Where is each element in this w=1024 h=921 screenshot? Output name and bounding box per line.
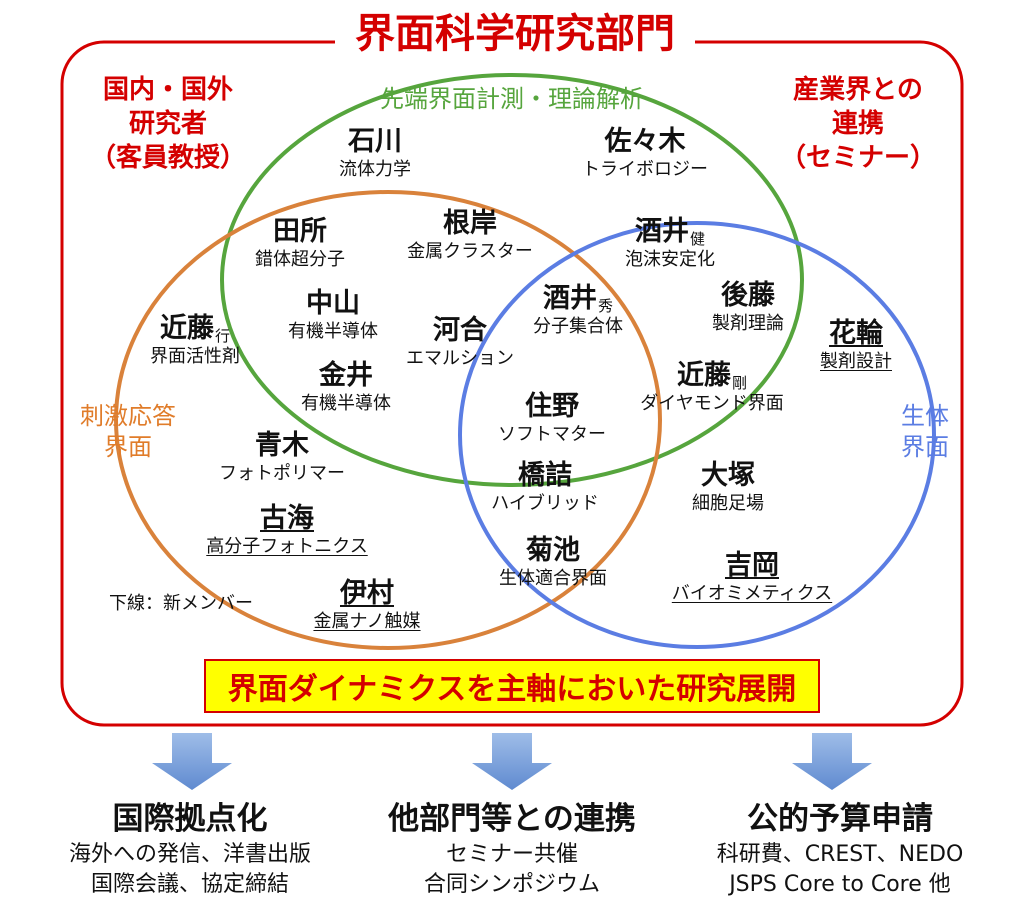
outcome-line: 科研費、CREST、NEDO	[716, 842, 964, 867]
member-sakai-ken: 酒井健泡沫安定化	[625, 218, 715, 269]
member-sakai-hide: 酒井秀分子集合体	[533, 285, 623, 336]
member-topic: 界面活性剤	[150, 346, 240, 367]
title-backdrop	[335, 12, 695, 62]
member-kikuchi: 菊池生体適合界面	[499, 537, 607, 588]
member-name-suffix: 健	[689, 230, 705, 248]
member-kanai: 金井有機半導体	[301, 362, 391, 413]
member-name: 菊池	[526, 535, 580, 566]
member-goto: 後藤製剤理論	[712, 282, 784, 333]
member-topic: 製剤理論	[712, 313, 784, 334]
outcome-line: JSPS Core to Core 他	[729, 872, 951, 897]
corner-label-left: 国内・国外 研究者 （客員教授）	[89, 75, 247, 173]
member-topic: ダイヤモンド界面	[640, 393, 784, 414]
member-name: 吉岡	[724, 550, 779, 581]
member-name: 伊村	[339, 578, 394, 609]
member-name: 田所	[273, 216, 327, 247]
member-topic: フォトポリマー	[219, 463, 345, 484]
member-name: 佐々木	[604, 126, 686, 157]
member-yoshioka: 吉岡バイオミメティクス	[672, 552, 832, 603]
green-circle-label: 先端界面計測・理論解析	[380, 85, 644, 113]
member-topic: 泡沫安定化	[625, 249, 715, 270]
outcome-international: 国際拠点化 海外への発信、洋書出版 国際会議、協定締結	[69, 804, 311, 896]
member-topic: 金属ナノ触媒	[313, 611, 421, 632]
corner-label-right: 産業界との 連携 （セミナー）	[779, 75, 937, 173]
blue-circle	[458, 221, 936, 649]
member-sasaki: 佐々木トライボロジー	[582, 128, 708, 179]
member-topic: エマルション	[406, 348, 514, 369]
member-topic: 金属クラスター	[407, 241, 533, 262]
orange-circle-label: 刺激応答 界面	[80, 402, 176, 462]
member-name: 青木	[255, 430, 309, 461]
outcome-line: セミナー共催	[445, 842, 579, 867]
member-sumino: 住野ソフトマター	[498, 393, 606, 444]
outcome-heading: 公的予算申請	[746, 801, 933, 837]
member-topic: 分子集合体	[533, 316, 623, 337]
member-topic: 有機半導体	[288, 321, 378, 342]
member-topic: 流体力学	[339, 159, 411, 180]
arrow-down-icon	[792, 733, 872, 790]
member-hanawa: 花輪製剤設計	[820, 320, 892, 371]
member-topic: ハイブリッド	[491, 493, 599, 514]
member-name: 橋詰	[517, 460, 572, 491]
outcome-line: 国際会議、協定締結	[90, 872, 290, 897]
member-hashizume: 橋詰ハイブリッド	[491, 462, 599, 513]
member-name-suffix: 秀	[597, 297, 613, 315]
member-name: 近藤行	[159, 313, 230, 345]
outcome-collaboration: 他部門等との連携 セミナー共催 合同シンポジウム	[388, 804, 636, 896]
green-circle	[220, 73, 804, 487]
outcome-line: 海外への発信、洋書出版	[68, 842, 312, 867]
member-name-suffix: 剛	[731, 374, 747, 392]
member-name: 古海	[260, 503, 314, 534]
member-name: 根岸	[442, 208, 497, 239]
member-name: 中山	[306, 288, 360, 319]
member-kawai: 河合エマルション	[406, 317, 514, 368]
legend-note: 下線：新メンバー	[109, 593, 253, 614]
member-negishi: 根岸金属クラスター	[407, 210, 533, 261]
member-kondo-yuki: 近藤行界面活性剤	[150, 315, 240, 366]
arrow-down-icon	[152, 733, 232, 790]
arrow-down-icon	[472, 733, 552, 790]
member-name: 酒井秀	[542, 283, 613, 315]
member-aoki: 青木フォトポリマー	[219, 432, 345, 483]
member-name: 花輪	[829, 318, 883, 349]
member-kondo-go: 近藤剛ダイヤモンド界面	[640, 362, 783, 413]
blue-circle-label: 生体 界面	[901, 402, 949, 462]
member-name: 近藤剛	[676, 360, 747, 392]
member-otsuka: 大塚細胞足場	[692, 462, 764, 513]
member-ishikawa: 石川流体力学	[339, 128, 411, 179]
outcome-heading: 他部門等との連携	[388, 801, 636, 837]
member-topic: ソフトマター	[498, 424, 606, 445]
outcome-heading: 国際拠点化	[112, 801, 268, 837]
member-imura: 伊村金属ナノ触媒	[313, 580, 420, 631]
outcome-funding: 公的予算申請 科研費、CREST、NEDO JSPS Core to Core …	[717, 804, 964, 896]
member-topic: 有機半導体	[301, 393, 391, 414]
page-title: 界面科学研究部門	[355, 11, 675, 57]
main-banner: 界面ダイナミクスを主軸においた研究展開	[204, 659, 820, 713]
member-name: 金井	[319, 360, 373, 391]
member-topic: バイオミメティクス	[671, 583, 833, 604]
member-topic: 細胞足場	[692, 493, 764, 514]
member-name: 住野	[525, 391, 579, 422]
member-topic: 生体適合界面	[499, 568, 607, 589]
member-topic: トライボロジー	[582, 159, 708, 180]
member-tadokoro: 田所錯体超分子	[255, 218, 345, 269]
outcome-line: 合同シンポジウム	[423, 872, 601, 897]
member-furumi: 古海高分子フォトニクス	[206, 505, 367, 556]
member-nakayama: 中山有機半導体	[288, 290, 378, 341]
member-name-suffix: 行	[214, 327, 230, 345]
member-topic: 錯体超分子	[255, 249, 345, 270]
member-name: 河合	[433, 315, 487, 346]
member-name: 酒井健	[634, 216, 705, 248]
orange-circle	[114, 190, 662, 650]
member-topic: 製剤設計	[820, 351, 892, 372]
member-name: 後藤	[721, 280, 775, 311]
member-topic: 高分子フォトニクス	[206, 536, 368, 557]
member-name: 石川	[348, 126, 402, 157]
member-name: 大塚	[701, 460, 755, 491]
